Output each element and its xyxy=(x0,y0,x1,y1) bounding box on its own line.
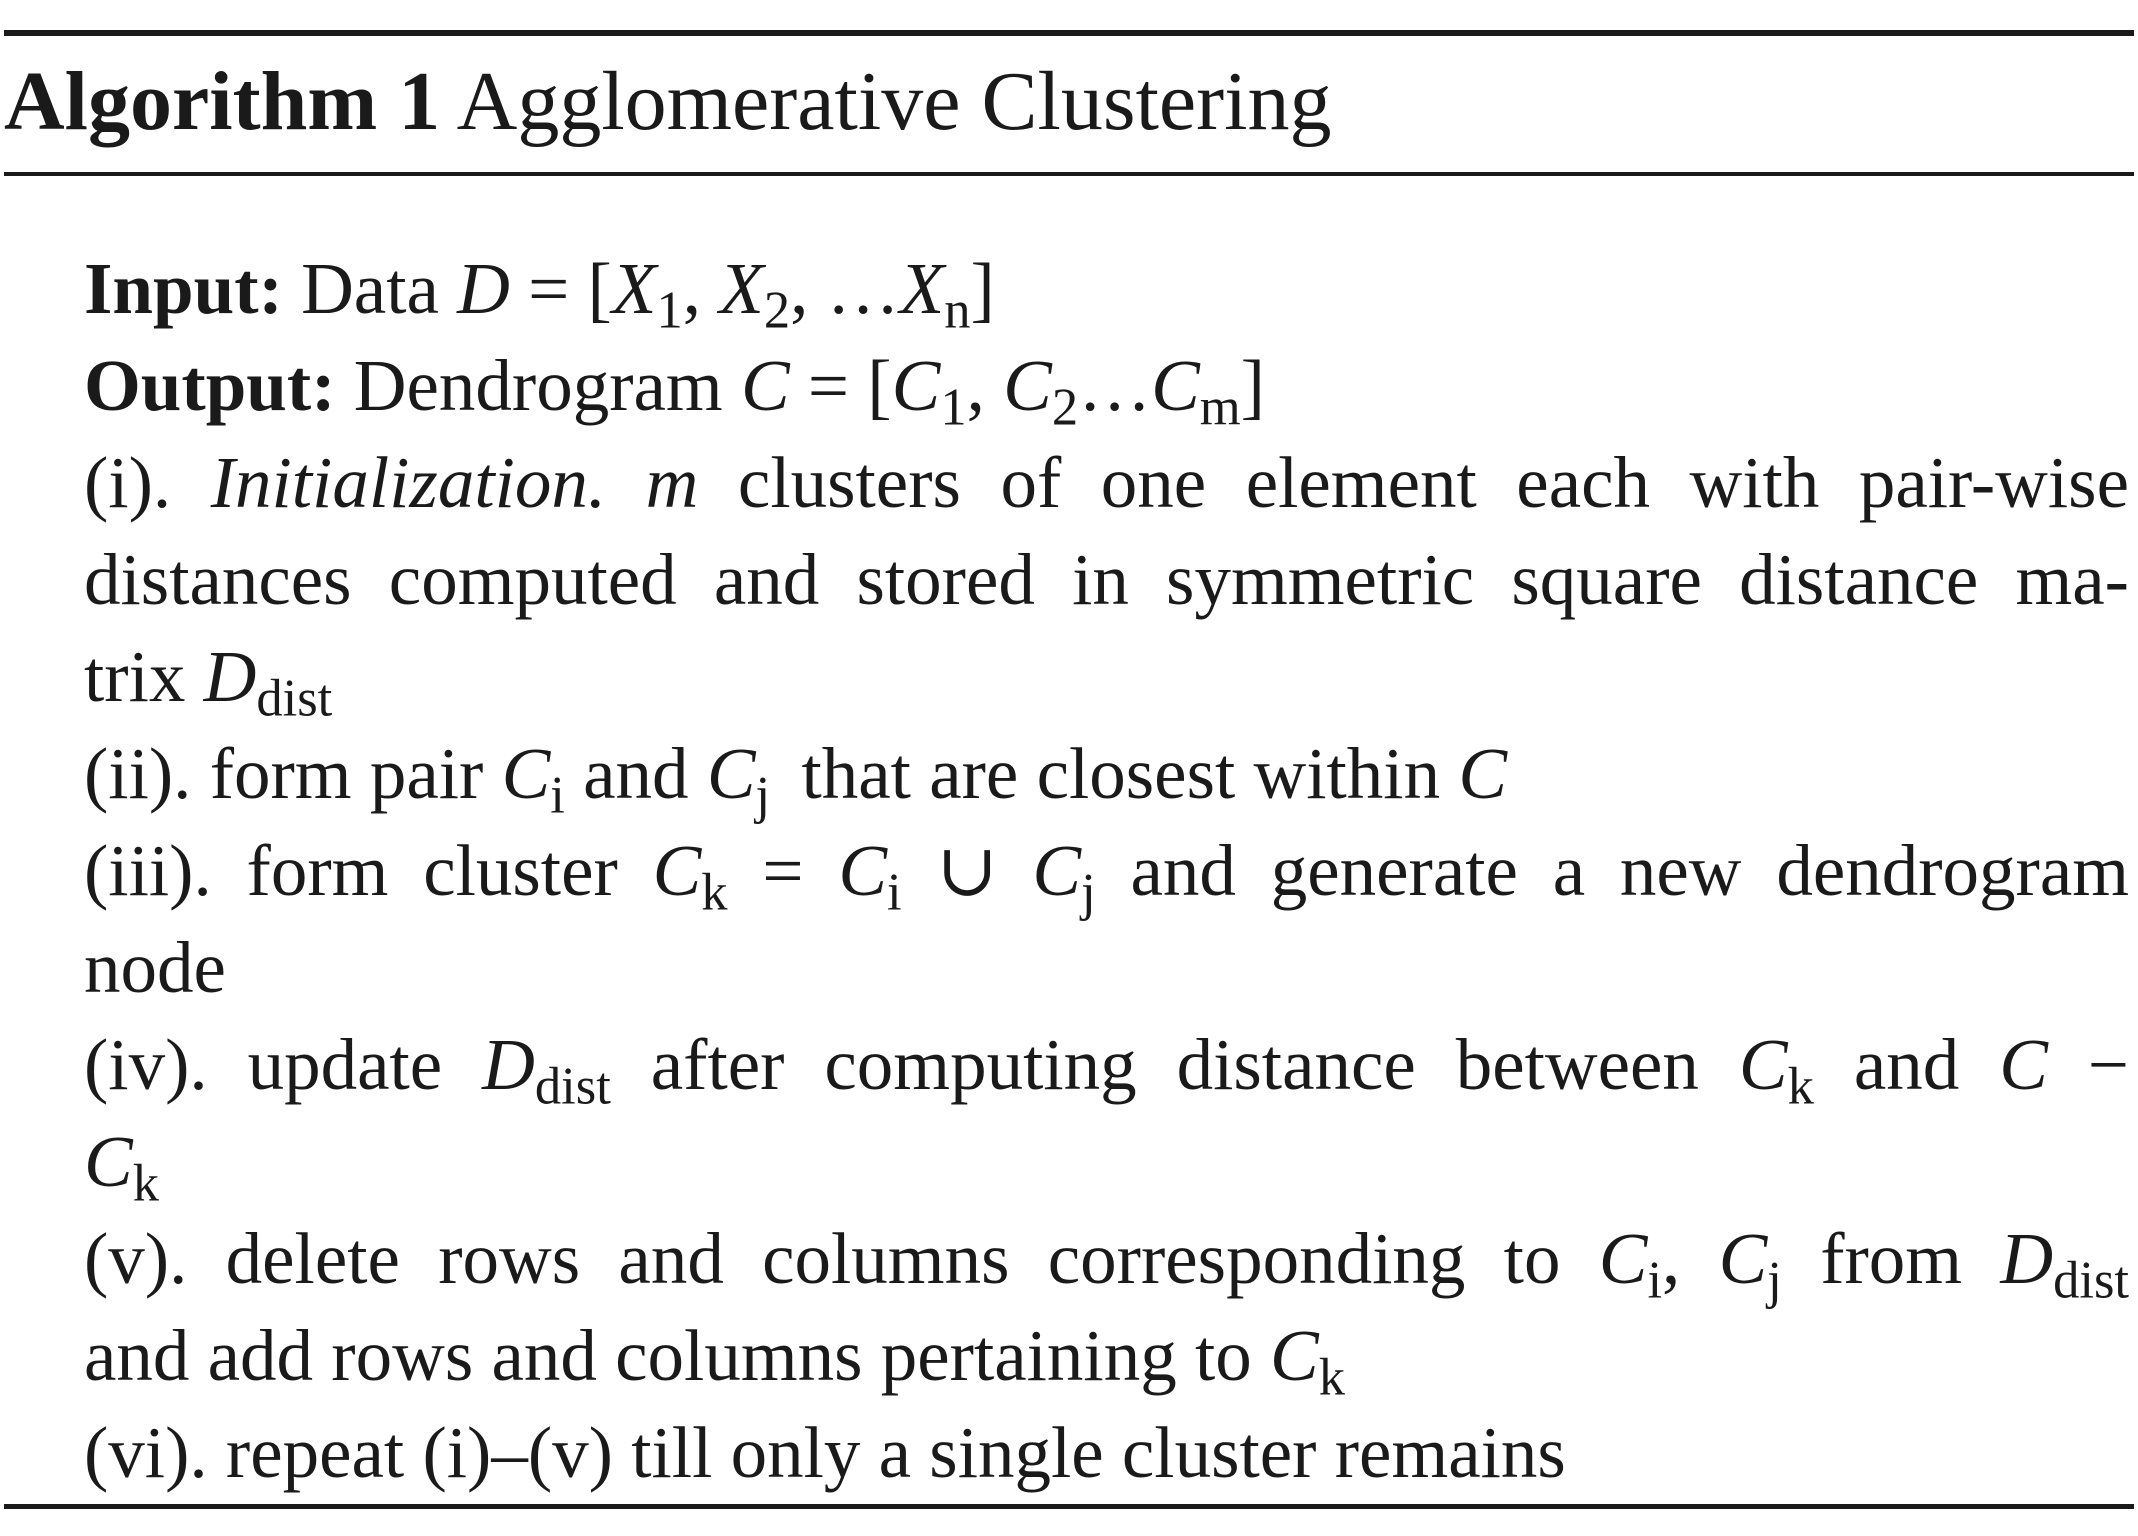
header-rule xyxy=(4,172,2134,176)
step-5-num: (v). xyxy=(84,1218,188,1299)
output-text: Dendrogram xyxy=(353,345,723,426)
step-1-lead: Initialization. xyxy=(210,442,607,523)
algorithm-label: Algorithm 1 xyxy=(4,55,441,148)
algorithm-body: Input: Data D = [X1, X2, …Xn] Output: De… xyxy=(4,240,2129,1501)
output-label: Output: xyxy=(84,345,336,426)
input-label: Input: xyxy=(84,248,283,329)
input-line: Input: Data D = [X1, X2, …Xn] xyxy=(84,240,2129,337)
algorithm-header: Algorithm 1 Agglomerative Clustering xyxy=(4,54,2134,150)
step-6: (vi). repeat (i)–(v) till only a single … xyxy=(84,1404,2129,1501)
step-1-num: (i). xyxy=(84,442,172,523)
step-4: (iv). update Ddist after computing dista… xyxy=(84,1024,2130,1213)
step-6-num: (vi). xyxy=(84,1412,208,1493)
algorithm-box: Algorithm 1 Agglomerative Clustering Inp… xyxy=(4,30,2134,1509)
step-1: (i). Initialization. m clusters of one e… xyxy=(84,442,2129,728)
output-expr: C = [C1, C2…Cm] xyxy=(740,345,1265,437)
step-6-text: repeat (i)–(v) till only a single cluste… xyxy=(225,1412,1566,1493)
step-2: (ii). form pair Ci and Cj that are close… xyxy=(84,733,1508,825)
bottom-rule xyxy=(4,1504,2134,1509)
algorithm-title: Agglomerative Clustering xyxy=(456,55,1332,148)
step-3: (iii). form cluster Ck = Ci ∪ Cj and gen… xyxy=(84,830,2130,1008)
step-2-num: (ii). xyxy=(84,733,192,814)
step-3-num: (iii). xyxy=(84,830,212,911)
top-rule xyxy=(4,30,2134,36)
step-4-num: (iv). xyxy=(84,1024,208,1105)
input-text: Data xyxy=(301,248,439,329)
step-5: (v). delete rows and columns correspondi… xyxy=(84,1218,2130,1407)
output-line: Output: Dendrogram C = [C1, C2…Cm] xyxy=(84,337,2129,434)
input-expr: D = [X1, X2, …Xn] xyxy=(457,248,995,340)
